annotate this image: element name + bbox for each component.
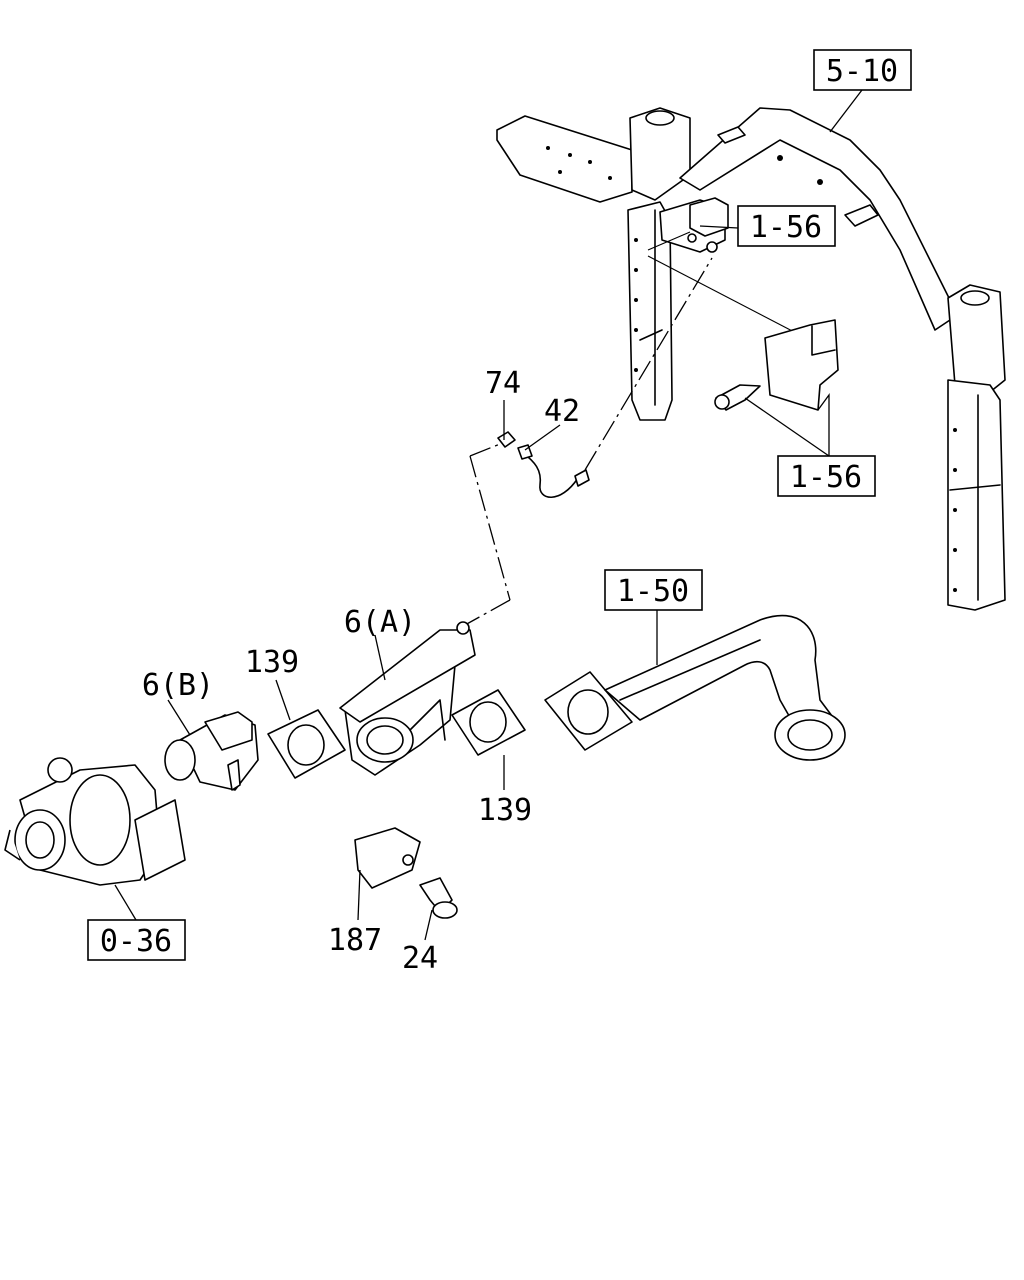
part-label-42: 42 <box>544 394 580 429</box>
harness-and-connector <box>464 257 713 626</box>
ref-label-1-56-upper: 1-56 <box>750 210 822 245</box>
ref-label-5-10: 5-10 <box>826 54 898 89</box>
ref-box-0-36[interactable]: 0-36 <box>87 919 186 961</box>
ref-box-1-56-lower[interactable]: 1-56 <box>777 455 876 497</box>
chassis-frame <box>496 107 1006 611</box>
part-label-6b: 6(B) <box>142 668 214 703</box>
part-label-6a: 6(A) <box>344 605 416 640</box>
heat-cover <box>354 827 421 889</box>
part-label-139-right: 139 <box>478 793 532 828</box>
part-label-187: 187 <box>328 923 382 958</box>
part-label-139-left: 139 <box>245 645 299 680</box>
gasket-left <box>267 709 346 779</box>
ref-box-5-10[interactable]: 5-10 <box>813 49 912 91</box>
adapter-elbow <box>164 711 259 791</box>
gasket-right <box>451 689 526 756</box>
ref-label-0-36: 0-36 <box>100 924 172 959</box>
ref-box-1-56-upper[interactable]: 1-56 <box>737 205 836 247</box>
exhaust-brake-valve <box>339 621 476 776</box>
bolt <box>419 877 458 919</box>
part-label-24: 24 <box>402 941 438 976</box>
turbocharger <box>4 757 186 886</box>
part-label-74: 74 <box>485 366 521 401</box>
ref-box-1-50[interactable]: 1-50 <box>604 569 703 611</box>
ref-label-1-50: 1-50 <box>617 574 689 609</box>
ref-label-1-56-lower: 1-56 <box>790 460 862 495</box>
shield-plate <box>714 319 839 411</box>
exhaust-pipe <box>544 614 846 761</box>
leader-lines <box>114 89 863 941</box>
